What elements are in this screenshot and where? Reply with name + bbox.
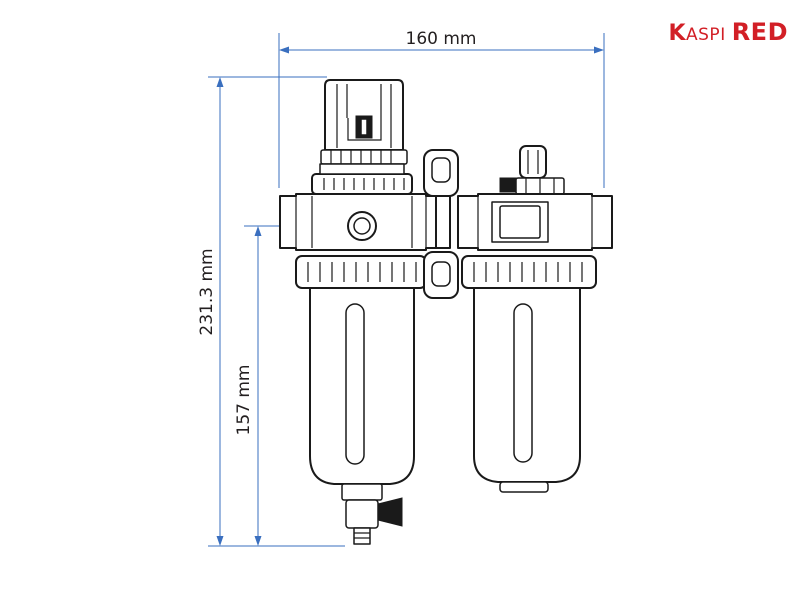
bonnet-nut-ribs xyxy=(323,178,405,190)
total-height-arrow-top xyxy=(216,77,224,87)
width-arrow-left xyxy=(279,46,289,54)
drain-valve-handle xyxy=(377,497,403,527)
brand-name-second: RED xyxy=(731,18,788,46)
filter-bowl-ring xyxy=(295,255,427,289)
width-dimension: 160 mm xyxy=(278,29,605,188)
bracket-top-slot xyxy=(431,157,451,183)
lubricator-bottom-cap xyxy=(499,481,549,493)
drain-collar xyxy=(341,483,383,501)
width-arrow-right xyxy=(594,46,604,54)
lubricator-bowl-ring xyxy=(461,255,597,289)
connector-bracket xyxy=(423,149,459,299)
bracket-bottom-slot xyxy=(431,261,451,287)
bracket-spacer xyxy=(435,195,451,249)
lubricator-window xyxy=(499,205,541,239)
gauge-port-inner xyxy=(353,217,371,235)
drain-nozzle xyxy=(353,527,371,545)
bowl-height-label: 157 mm xyxy=(234,365,254,436)
bowl-height-dimension: 157 mm xyxy=(234,225,300,546)
lubricator-ring-ribs xyxy=(473,262,583,282)
brand-name-first: Kaspi xyxy=(668,21,726,46)
bonnet-nut xyxy=(311,173,413,195)
bowl-height-arrow-bottom xyxy=(254,536,262,546)
filter-sight-glass xyxy=(345,303,365,465)
sight-dome-ribs xyxy=(525,178,555,194)
width-label: 160 mm xyxy=(406,29,477,49)
total-height-label: 231.3 mm xyxy=(197,248,217,335)
drain-valve-body xyxy=(345,499,379,529)
total-height-arrow-bottom xyxy=(216,536,224,546)
bonnet-collar xyxy=(319,163,405,175)
knob-grip-window xyxy=(347,118,382,141)
knob-ribs xyxy=(336,84,392,148)
knob-base-ring xyxy=(320,149,408,165)
bowl-height-arrow-top xyxy=(254,226,262,236)
total-height-dimension: 231.3 mm xyxy=(197,76,345,547)
oil-fill-cap xyxy=(519,145,547,179)
knob-base-ribs xyxy=(330,150,392,164)
brand-logo: KaspiRED xyxy=(668,18,788,46)
knob-lock-slot xyxy=(360,118,368,136)
filter-ring-ribs xyxy=(307,262,417,282)
lubricator xyxy=(457,145,613,493)
drain-nozzle-threads xyxy=(354,532,370,539)
lubricator-sight-glass xyxy=(513,303,533,463)
oil-fill-cap-ribs xyxy=(527,150,539,174)
filter-regulator xyxy=(279,79,443,545)
